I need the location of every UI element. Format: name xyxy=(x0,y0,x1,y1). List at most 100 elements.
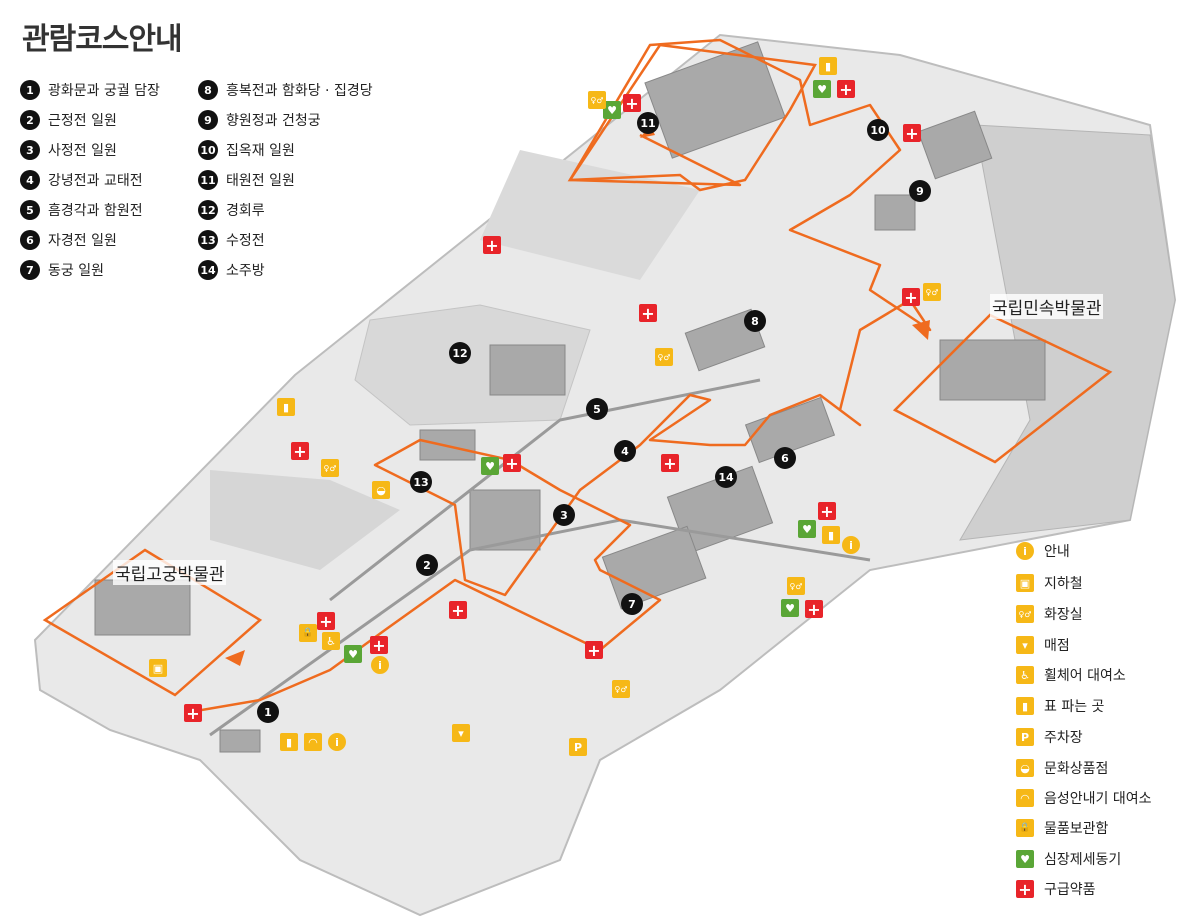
restroom-icon: ♀♂ xyxy=(321,459,339,477)
zone-palace-museum xyxy=(42,548,263,697)
inner-wall xyxy=(209,518,871,737)
building-gyeonghoeru xyxy=(489,344,566,396)
audio-guide-icon: ◠ xyxy=(304,733,322,751)
page-title: 관람코스안내 xyxy=(22,22,183,57)
audio-guide-icon: ◠ xyxy=(1016,789,1034,807)
legend-item-first-aid: +구급약품 xyxy=(1016,879,1096,899)
course-number-badge: 7 xyxy=(20,260,40,280)
ticket-icon: ▮ xyxy=(280,733,298,751)
restroom-icon: ♀♂ xyxy=(588,91,606,109)
legend-item-locker: 🔒 물품보관함 xyxy=(1016,818,1108,838)
legend-item-subway: ▣ 지하철 xyxy=(1016,573,1083,593)
route-marker-10: 10 xyxy=(867,119,889,141)
first-aid-icon: + xyxy=(837,80,855,99)
first-aid-icon: + xyxy=(585,641,603,660)
legend-label: 휠체어 대여소 xyxy=(1044,668,1126,684)
building-jipokjae xyxy=(917,110,993,180)
course-number-badge: 5 xyxy=(20,200,40,220)
building-geunjeongjeon xyxy=(469,489,541,551)
route-marker-7: 7 xyxy=(621,593,643,615)
legend-item-wheelchair: ♿휠체어 대여소 xyxy=(1016,665,1126,685)
course-item-label: 사정전 일원 xyxy=(48,143,117,159)
course-item-label: 집옥재 일원 xyxy=(226,143,295,159)
route-arrow-museum xyxy=(225,650,245,666)
building-folk-museum xyxy=(939,339,1046,401)
route-marker-12: 12 xyxy=(449,342,471,364)
legend-label: 지하철 xyxy=(1044,576,1083,592)
legend-item-shop: ▾매점 xyxy=(1016,635,1070,655)
legend-label: 안내 xyxy=(1044,544,1070,560)
ticket-icon: ▮ xyxy=(277,398,295,416)
aed-icon: ♥ xyxy=(798,520,816,538)
gift-shop-icon: ◒ xyxy=(372,481,390,499)
parking-icon: P xyxy=(1016,728,1034,746)
route-marker-8: 8 xyxy=(744,310,766,332)
info-icon: i xyxy=(328,733,346,751)
map-label-palace-museum: 국립고궁박물관 xyxy=(113,560,227,585)
course-number-badge: 8 xyxy=(198,80,218,100)
aed-icon: ♥ xyxy=(344,645,362,663)
subway-icon: ▣ xyxy=(1016,574,1034,592)
course-item-label: 소주방 xyxy=(226,263,265,279)
west-lawn xyxy=(210,470,400,570)
route-marker-2: 2 xyxy=(416,554,438,576)
legend-label: 음성안내기 대여소 xyxy=(1044,791,1152,807)
restroom-icon: ♀♂ xyxy=(923,283,941,301)
first-aid-icon: + xyxy=(623,94,641,113)
course-number-badge: 2 xyxy=(20,110,40,130)
legend-label: 문화상품점 xyxy=(1044,761,1109,777)
course-number-badge: 9 xyxy=(198,110,218,130)
first-aid-icon: + xyxy=(661,454,679,473)
course-item-label: 광화문과 궁궐 담장 xyxy=(48,83,160,99)
course-number-badge: 13 xyxy=(198,230,218,250)
course-item-13: 13 수정전 xyxy=(198,230,265,250)
subway-icon: ▣ xyxy=(149,659,167,677)
aed-icon: ♥ xyxy=(813,80,831,98)
route-marker-5: 5 xyxy=(586,398,608,420)
route-marker-13: 13 xyxy=(410,471,432,493)
first-aid-icon: + xyxy=(902,288,920,307)
legend-item-aed: ♥ 심장제세동기 xyxy=(1016,849,1121,869)
aed-icon: ♥ xyxy=(481,457,499,475)
locker-icon: 🔒 xyxy=(1016,819,1034,837)
course-item-label: 수정전 xyxy=(226,233,265,249)
course-number-badge: 3 xyxy=(20,140,40,160)
course-item-label: 향원정과 건청궁 xyxy=(226,113,321,129)
building-donggung xyxy=(601,525,707,610)
first-aid-icon: + xyxy=(903,124,921,143)
building-jagyeongjeon xyxy=(744,396,836,464)
route-marker-14: 14 xyxy=(715,466,737,488)
zone-taewonjeon xyxy=(567,43,817,192)
course-number-badge: 12 xyxy=(198,200,218,220)
building-hyangwonjeong xyxy=(874,194,916,231)
route-marker-11: 11 xyxy=(637,112,659,134)
shop-icon: ▾ xyxy=(1016,636,1034,654)
first-aid-icon: + xyxy=(818,502,836,521)
course-item-label: 자경전 일원 xyxy=(48,233,117,249)
legend-label: 화장실 xyxy=(1044,607,1083,623)
first-aid-icon: + xyxy=(184,704,202,723)
restroom-icon: ♀♂ xyxy=(1016,605,1034,623)
building-gwanghwamun xyxy=(219,729,261,753)
legend-label: 물품보관함 xyxy=(1044,821,1109,837)
course-item-label: 태원전 일원 xyxy=(226,173,295,189)
legend-item-restroom: ♀♂ 화장실 xyxy=(1016,604,1083,624)
legend-label: 표 파는 곳 xyxy=(1044,699,1105,715)
course-item-3: 3 사정전 일원 xyxy=(20,140,117,160)
first-aid-icon: + xyxy=(317,612,335,631)
zone-folk-museum xyxy=(892,313,1113,464)
restroom-icon: ♀♂ xyxy=(612,680,630,698)
info-icon: i xyxy=(371,656,389,674)
legend-label: 심장제세동기 xyxy=(1044,852,1122,868)
building-museum-palace xyxy=(94,579,191,636)
palace-grounds xyxy=(33,33,1177,917)
wheelchair-icon: ♿ xyxy=(322,632,340,650)
aed-icon: ♥ xyxy=(1016,850,1034,868)
